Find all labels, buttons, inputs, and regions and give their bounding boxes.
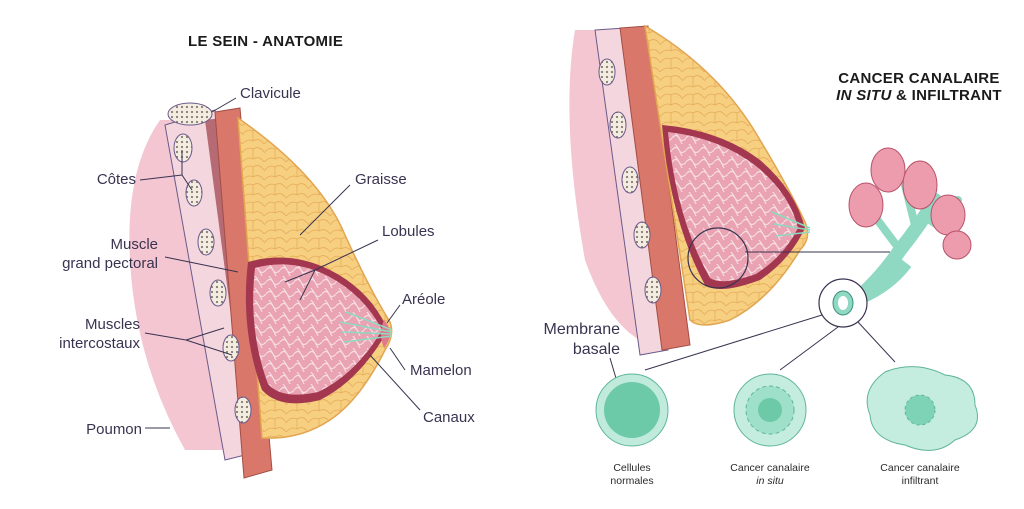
left-leader-lines	[139, 97, 421, 429]
caption-in-situ-line1: Cancer canalaire	[730, 462, 810, 474]
label-clavicule: Clavicule	[240, 85, 301, 102]
label-canaux: Canaux	[423, 409, 475, 426]
normal-cells	[595, 373, 669, 447]
label-muscles-inter-line1: Muscles	[84, 316, 140, 333]
label-cotes: Côtes	[96, 171, 136, 188]
right-title-line2: IN SITU & INFILTRANT	[835, 87, 1003, 104]
label-muscles-intercostaux: Muscles intercostaux	[40, 315, 140, 353]
caption-infiltrant: Cancer canalaire infiltrant	[865, 462, 975, 488]
caption-normal-line1: Cellules	[613, 462, 651, 474]
label-graisse: Graisse	[355, 171, 407, 188]
clavicle-bone	[167, 102, 213, 126]
label-poumon: Poumon	[86, 421, 142, 438]
caption-normal-line2: normales	[610, 475, 654, 487]
label-lobules: Lobules	[382, 223, 435, 240]
right-breast-cancer	[569, 24, 978, 451]
caption-infiltrant-line2: infiltrant	[901, 475, 939, 487]
right-title: CANCER CANALAIRE IN SITU & INFILTRANT	[835, 70, 1003, 104]
right-title-rest: & INFILTRANT	[891, 87, 1002, 104]
caption-in-situ-line2: in situ	[756, 475, 784, 487]
caption-infiltrant-line1: Cancer canalaire	[880, 462, 960, 474]
rib-bones	[173, 133, 252, 424]
label-membrane-basale: Membrane basale	[520, 320, 620, 360]
label-membrane-line2: basale	[572, 341, 620, 358]
infiltrant-cells	[866, 366, 978, 451]
cancer-lobules	[668, 132, 798, 282]
label-muscles-inter-line2: intercostaux	[59, 335, 140, 352]
label-membrane-line1: Membrane	[543, 321, 620, 338]
right-title-line1: CANCER CANALAIRE	[838, 70, 1000, 87]
lobule-cluster	[843, 147, 972, 312]
left-title: LE SEIN - ANATOMIE	[188, 33, 344, 50]
label-muscle-pectoral-line1: Muscle	[110, 236, 158, 253]
left-breast-anatomy	[129, 97, 421, 479]
caption-in-situ: Cancer canalaire in situ	[715, 462, 825, 488]
label-muscle-pectoral-line2: grand pectoral	[62, 255, 158, 272]
lobules-tissue	[253, 264, 382, 395]
in-situ-cells	[733, 373, 807, 447]
label-muscle-pectoral: Muscle grand pectoral	[40, 235, 158, 273]
zoom-circle	[687, 227, 749, 289]
label-areole: Aréole	[402, 291, 446, 308]
caption-normal: Cellules normales	[592, 462, 672, 488]
nipple-ducts	[339, 311, 393, 343]
right-title-italic: IN SITU	[836, 87, 892, 104]
label-mamelon: Mamelon	[410, 362, 472, 379]
